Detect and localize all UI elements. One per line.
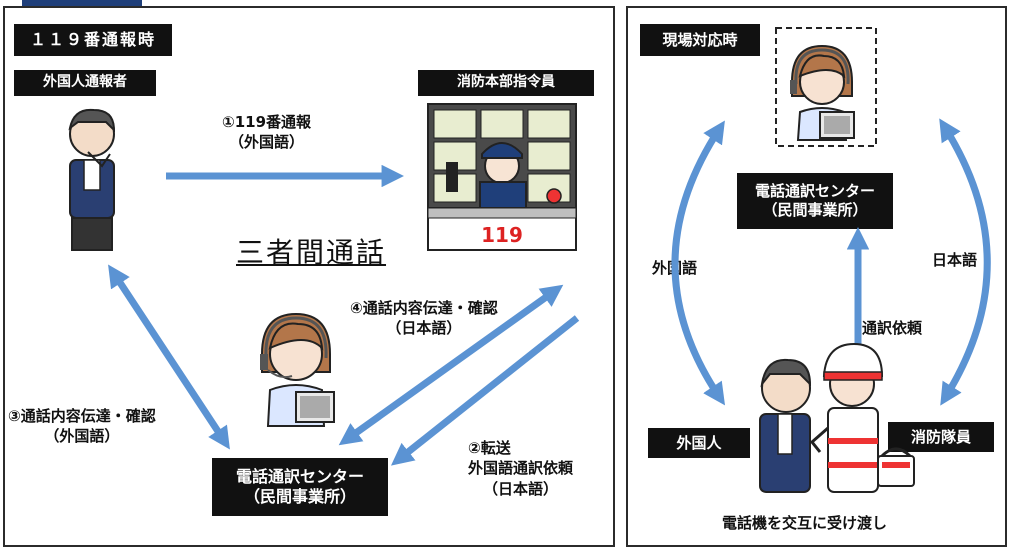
step4-line2: （日本語） <box>386 319 462 338</box>
foreigner-label: 外国人 <box>648 428 750 458</box>
caller-label: 外国人通報者 <box>14 70 156 96</box>
step4-label: ④通話内容伝達・確認 （日本語） <box>350 298 498 339</box>
japanese-label: 日本語 <box>932 251 978 269</box>
step3-line1: ③通話内容伝達・確認 <box>8 407 156 425</box>
step1-line2: （外国語） <box>229 133 305 152</box>
step3-line2: （外国語） <box>44 427 120 446</box>
top-accent-tab <box>22 0 142 6</box>
step1-label: ①119番通報 （外国語） <box>222 112 311 153</box>
right-center-line2: （民間事業所） <box>762 201 868 219</box>
right-interpreter-center-box: 電話通訳センター （民間事業所） <box>737 173 893 229</box>
step1-line1: ①119番通報 <box>222 113 312 131</box>
phone-handover-caption: 電話機を交互に受け渡し <box>722 514 888 532</box>
step2-line2: 外国語通訳依頼 <box>468 459 574 478</box>
left-panel-title: １１９番通報時 <box>14 24 172 56</box>
step2-line1: ②転送 <box>468 439 511 457</box>
left-center-line2: （民間事業所） <box>243 487 356 506</box>
foreign-language-label: 外国語 <box>652 259 698 277</box>
step3-label: ③通話内容伝達・確認 （外国語） <box>8 406 156 447</box>
step2-label: ②転送 外国語通訳依頼 （日本語） <box>468 438 573 499</box>
right-center-line1: 電話通訳センター <box>754 182 875 201</box>
left-center-line1: 電話通訳センター <box>235 467 364 486</box>
step4-line1: ④通話内容伝達・確認 <box>350 299 498 317</box>
firefighter-label: 消防隊員 <box>888 422 994 452</box>
interpretation-request-label: 通訳依頼 <box>862 319 923 337</box>
three-way-call-label: 三者間通話 <box>236 236 387 269</box>
dispatcher-label: 消防本部指令員 <box>418 70 594 96</box>
left-interpreter-center-box: 電話通訳センター （民間事業所） <box>212 458 388 516</box>
step2-line3: （日本語） <box>483 479 559 498</box>
right-panel-title: 現場対応時 <box>640 24 760 56</box>
